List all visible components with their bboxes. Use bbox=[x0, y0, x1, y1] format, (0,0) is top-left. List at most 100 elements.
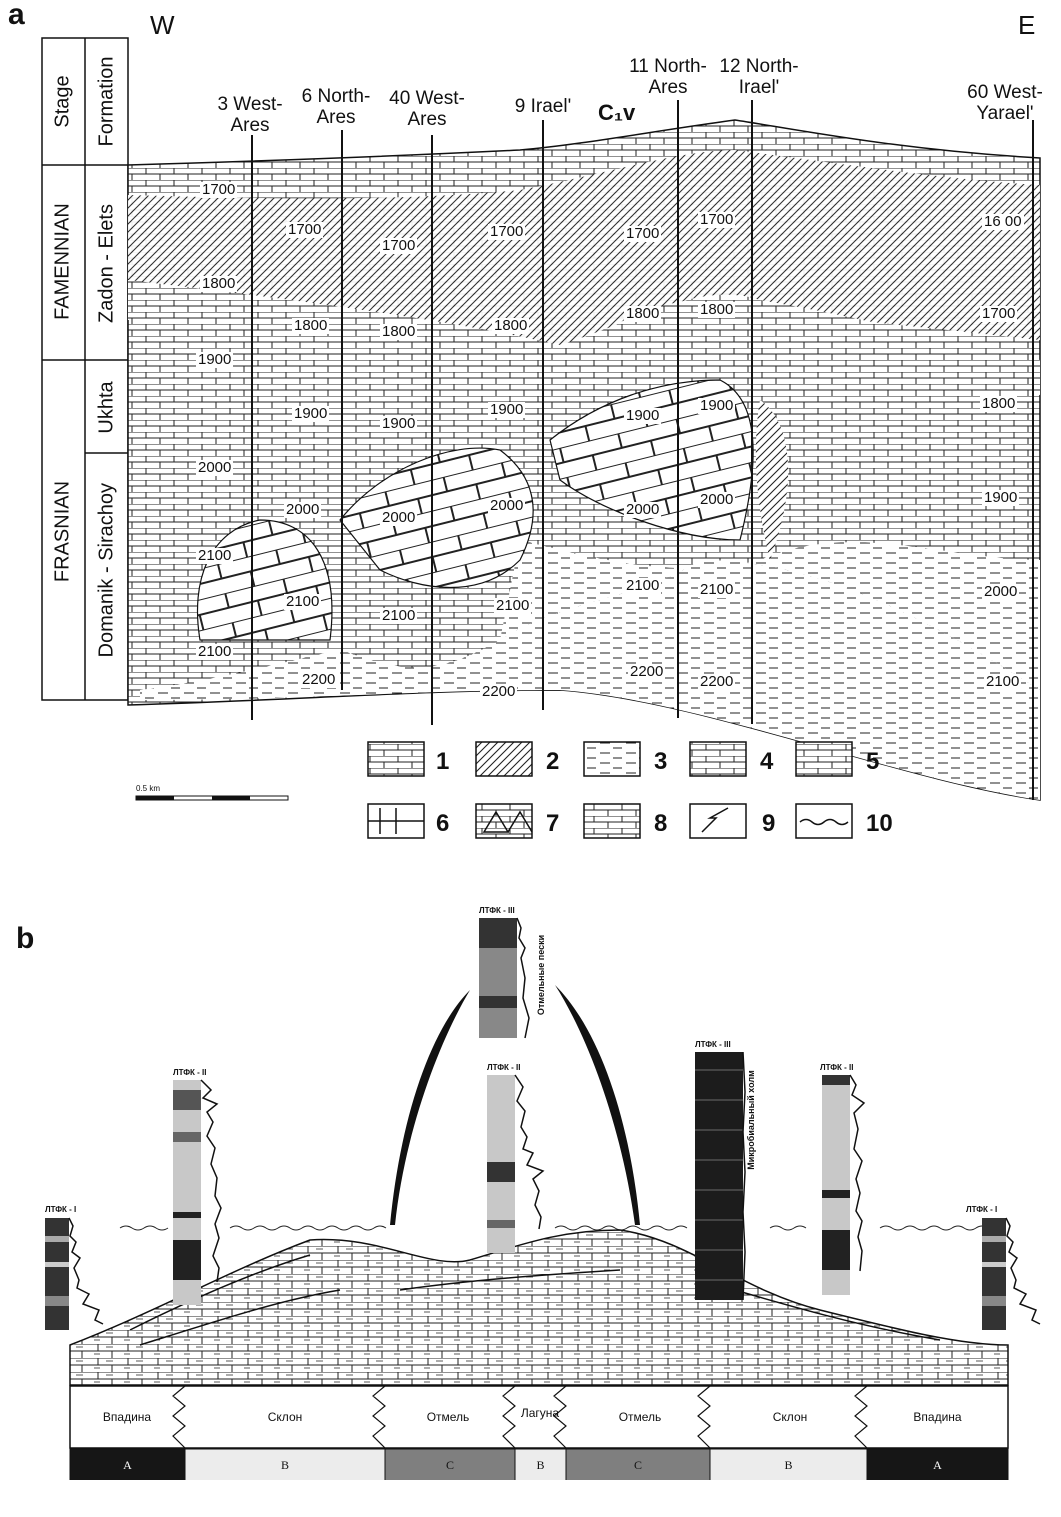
legend-number: 6 bbox=[436, 810, 450, 837]
legend-symbols bbox=[368, 807, 849, 834]
depth-label: 2200 bbox=[698, 673, 736, 690]
well-label: 60 West- Yarael' bbox=[967, 82, 1043, 124]
well-label: 11 North- Ares bbox=[629, 56, 707, 98]
well-label: 12 North- Irael' bbox=[719, 56, 799, 98]
depth-label: 16 00 bbox=[982, 213, 1024, 230]
legend-number: 3 bbox=[654, 748, 668, 775]
depth-label: 2000 bbox=[698, 491, 736, 508]
depth-label: 1700 bbox=[286, 221, 324, 238]
strat-column bbox=[41, 37, 129, 701]
well-label: 3 West- Ares bbox=[217, 94, 283, 136]
depth-label: 2000 bbox=[624, 501, 662, 518]
depth-label: 1800 bbox=[492, 317, 530, 334]
depth-label: 1900 bbox=[380, 415, 418, 432]
depth-label: 1800 bbox=[698, 301, 736, 318]
wing-right bbox=[555, 985, 640, 1225]
depth-label: 2200 bbox=[480, 683, 518, 700]
zone-label: Отмель bbox=[618, 1410, 662, 1424]
depth-label: 1800 bbox=[980, 395, 1018, 412]
well-lines bbox=[251, 100, 1034, 800]
depth-label: 2000 bbox=[380, 509, 418, 526]
zone-label: Склон bbox=[267, 1410, 303, 1424]
panel-a-letter: a bbox=[8, 0, 25, 31]
depth-label: 2100 bbox=[494, 597, 532, 614]
wing-left bbox=[390, 990, 470, 1225]
code-label: A bbox=[933, 1458, 942, 1472]
depth-label: 2100 bbox=[380, 607, 418, 624]
zone-label: Отмель bbox=[426, 1410, 470, 1424]
depth-label: 2100 bbox=[284, 593, 322, 610]
panel-b-letter: b bbox=[16, 922, 35, 955]
depth-label: 1900 bbox=[292, 405, 330, 422]
depth-label: 2000 bbox=[196, 459, 234, 476]
code-label: A bbox=[123, 1458, 132, 1472]
column-label: ЛТФК - I bbox=[45, 1205, 77, 1214]
depth-label: 2200 bbox=[628, 663, 666, 680]
depth-label: 2200 bbox=[300, 671, 338, 688]
unconformity-label: C₁v bbox=[598, 100, 636, 125]
depth-label: 2000 bbox=[284, 501, 322, 518]
west-label: W bbox=[150, 10, 175, 40]
depth-label: 1900 bbox=[698, 397, 736, 414]
depth-label: 2100 bbox=[698, 581, 736, 598]
depth-label: 1700 bbox=[200, 181, 238, 198]
scale-label: 0.5 km bbox=[136, 784, 161, 793]
well-label: 9 Irael' bbox=[514, 96, 572, 117]
well-label: 40 West- Ares bbox=[389, 88, 465, 130]
depth-label: 2100 bbox=[984, 673, 1022, 690]
depth-label: 1800 bbox=[380, 323, 418, 340]
code-label: C bbox=[445, 1458, 454, 1472]
column-label: ЛТФК - I bbox=[966, 1205, 998, 1214]
formation-ukhta: Ukhta bbox=[95, 381, 118, 434]
legend-number: 10 bbox=[866, 810, 893, 837]
depth-label: 1700 bbox=[624, 225, 662, 242]
formation-domanik-sirachoy: Domanik - Sirachoy bbox=[95, 482, 118, 658]
column-label: ЛТФК - III bbox=[479, 906, 515, 915]
depth-label: 1700 bbox=[380, 237, 418, 254]
code-label: B bbox=[536, 1458, 545, 1472]
code-label: C bbox=[633, 1458, 642, 1472]
column-label: ЛТФК - III bbox=[695, 1040, 731, 1049]
depth-label: 1800 bbox=[624, 305, 662, 322]
depth-label: 1700 bbox=[980, 305, 1018, 322]
column-label: ЛТФК - II bbox=[173, 1068, 207, 1077]
depth-label: 2000 bbox=[488, 497, 526, 514]
scale-bar bbox=[135, 795, 289, 801]
depth-label: 1700 bbox=[698, 211, 736, 228]
zone-label: Впадина bbox=[102, 1410, 152, 1424]
stage-frasnian: FRASNIAN bbox=[51, 480, 74, 583]
depth-label: 1900 bbox=[624, 407, 662, 424]
legend-number: 1 bbox=[436, 748, 450, 775]
well-label: 6 North- Ares bbox=[301, 86, 371, 128]
stage-header: Stage bbox=[51, 75, 74, 128]
depth-label: 1700 bbox=[488, 223, 526, 240]
zone-label: Впадина bbox=[913, 1410, 962, 1424]
depth-label: 2100 bbox=[196, 547, 234, 564]
legend-number: 7 bbox=[546, 810, 560, 837]
column-label: ЛТФК - II bbox=[487, 1063, 521, 1072]
formation-header: Formation bbox=[95, 56, 118, 147]
depth-label: 1900 bbox=[982, 489, 1020, 506]
legend-number: 9 bbox=[762, 810, 776, 837]
depth-label: 1900 bbox=[196, 351, 234, 368]
zone-label: Склон bbox=[772, 1410, 808, 1424]
code-bar bbox=[69, 1448, 1009, 1480]
zone-band bbox=[69, 1385, 1009, 1449]
legend-number: 2 bbox=[546, 748, 560, 775]
facies-model-drawing bbox=[45, 917, 1041, 1480]
legend-number: 4 bbox=[760, 748, 774, 775]
geologic-section bbox=[127, 119, 1041, 801]
code-label: B bbox=[280, 1458, 289, 1472]
legend-number: 8 bbox=[654, 810, 668, 837]
depth-label: 2100 bbox=[196, 643, 234, 660]
column-side-text: Микробиальный холм bbox=[746, 1070, 756, 1170]
legend-number: 5 bbox=[866, 748, 880, 775]
cross-section-drawing bbox=[41, 37, 1041, 839]
formation-zadon-elets: Zadon - Elets bbox=[95, 204, 118, 323]
depth-label: 1800 bbox=[200, 275, 238, 292]
depth-label: 2100 bbox=[624, 577, 662, 594]
column-side-text: Отмельные пески bbox=[536, 934, 546, 1016]
buildup-body bbox=[69, 1229, 1009, 1386]
depth-label: 1800 bbox=[292, 317, 330, 334]
depth-label: 2000 bbox=[982, 583, 1020, 600]
